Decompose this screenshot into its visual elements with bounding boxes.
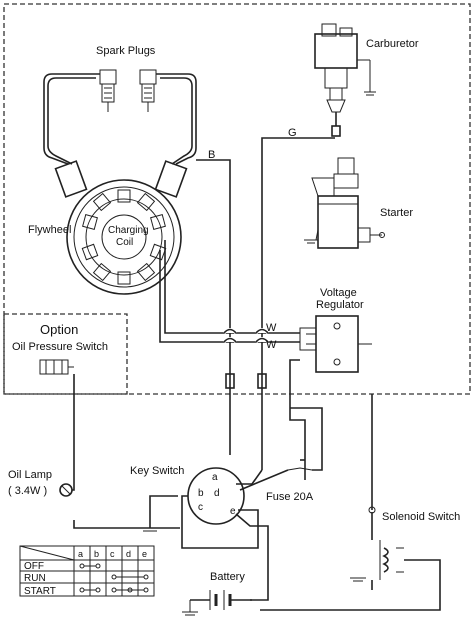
label-oil-lamp-rating: ( 3.4W ) <box>8 485 47 497</box>
label-oil-lamp: Oil Lamp <box>8 469 52 481</box>
label-fuse: Fuse 20A <box>266 491 314 503</box>
terminal-b: b <box>198 488 204 499</box>
terminal-d: d <box>214 488 220 499</box>
engine-boundary <box>3 3 471 395</box>
wire-label-g: G <box>288 127 297 139</box>
oil-lamp <box>59 483 73 497</box>
wire-label-w2: W <box>266 339 277 351</box>
ignition-coil-left <box>54 160 88 198</box>
label-key-switch: Key Switch <box>130 465 184 477</box>
label-solenoid-switch: Solenoid Switch <box>382 511 460 523</box>
label-charging: Charging <box>108 225 149 236</box>
label-regulator: Regulator <box>316 299 364 311</box>
solenoid-switch <box>379 540 404 580</box>
label-carburetor: Carburetor <box>366 38 419 50</box>
label-flywheel: Flywheel <box>28 224 71 236</box>
table-col-b: b <box>94 549 99 559</box>
switch-table <box>19 545 155 597</box>
table-col-c: c <box>110 549 115 559</box>
spark-plug-right <box>139 69 157 112</box>
ignition-coil-right <box>154 160 188 198</box>
table-row-start: START <box>24 586 56 597</box>
terminal-c: c <box>198 502 203 513</box>
label-starter: Starter <box>380 207 413 219</box>
flywheel <box>66 179 182 295</box>
label-oil-pressure-switch: Oil Pressure Switch <box>12 341 108 353</box>
starter <box>304 157 385 249</box>
option-box <box>3 313 128 395</box>
label-coil: Coil <box>116 237 133 248</box>
table-col-a: a <box>78 549 83 559</box>
terminal-a: a <box>212 472 218 483</box>
voltage-regulator <box>299 315 372 373</box>
table-col-e: e <box>142 549 147 559</box>
table-col-d: d <box>126 549 131 559</box>
label-voltage: Voltage <box>320 287 357 299</box>
wire-label-w1: W <box>266 322 277 334</box>
oil-pressure-switch <box>39 359 74 375</box>
label-option: Option <box>40 322 78 337</box>
spark-plug-left <box>99 69 117 112</box>
table-row-off: OFF <box>24 561 44 572</box>
label-spark-plugs: Spark Plugs <box>96 45 156 57</box>
battery <box>209 590 232 610</box>
carburetor <box>314 23 376 113</box>
label-battery: Battery <box>210 571 245 583</box>
terminal-e: e <box>230 506 236 517</box>
carburetor-connector <box>331 125 341 137</box>
table-row-run: RUN <box>24 573 46 584</box>
wire-label-b: B <box>208 149 215 161</box>
